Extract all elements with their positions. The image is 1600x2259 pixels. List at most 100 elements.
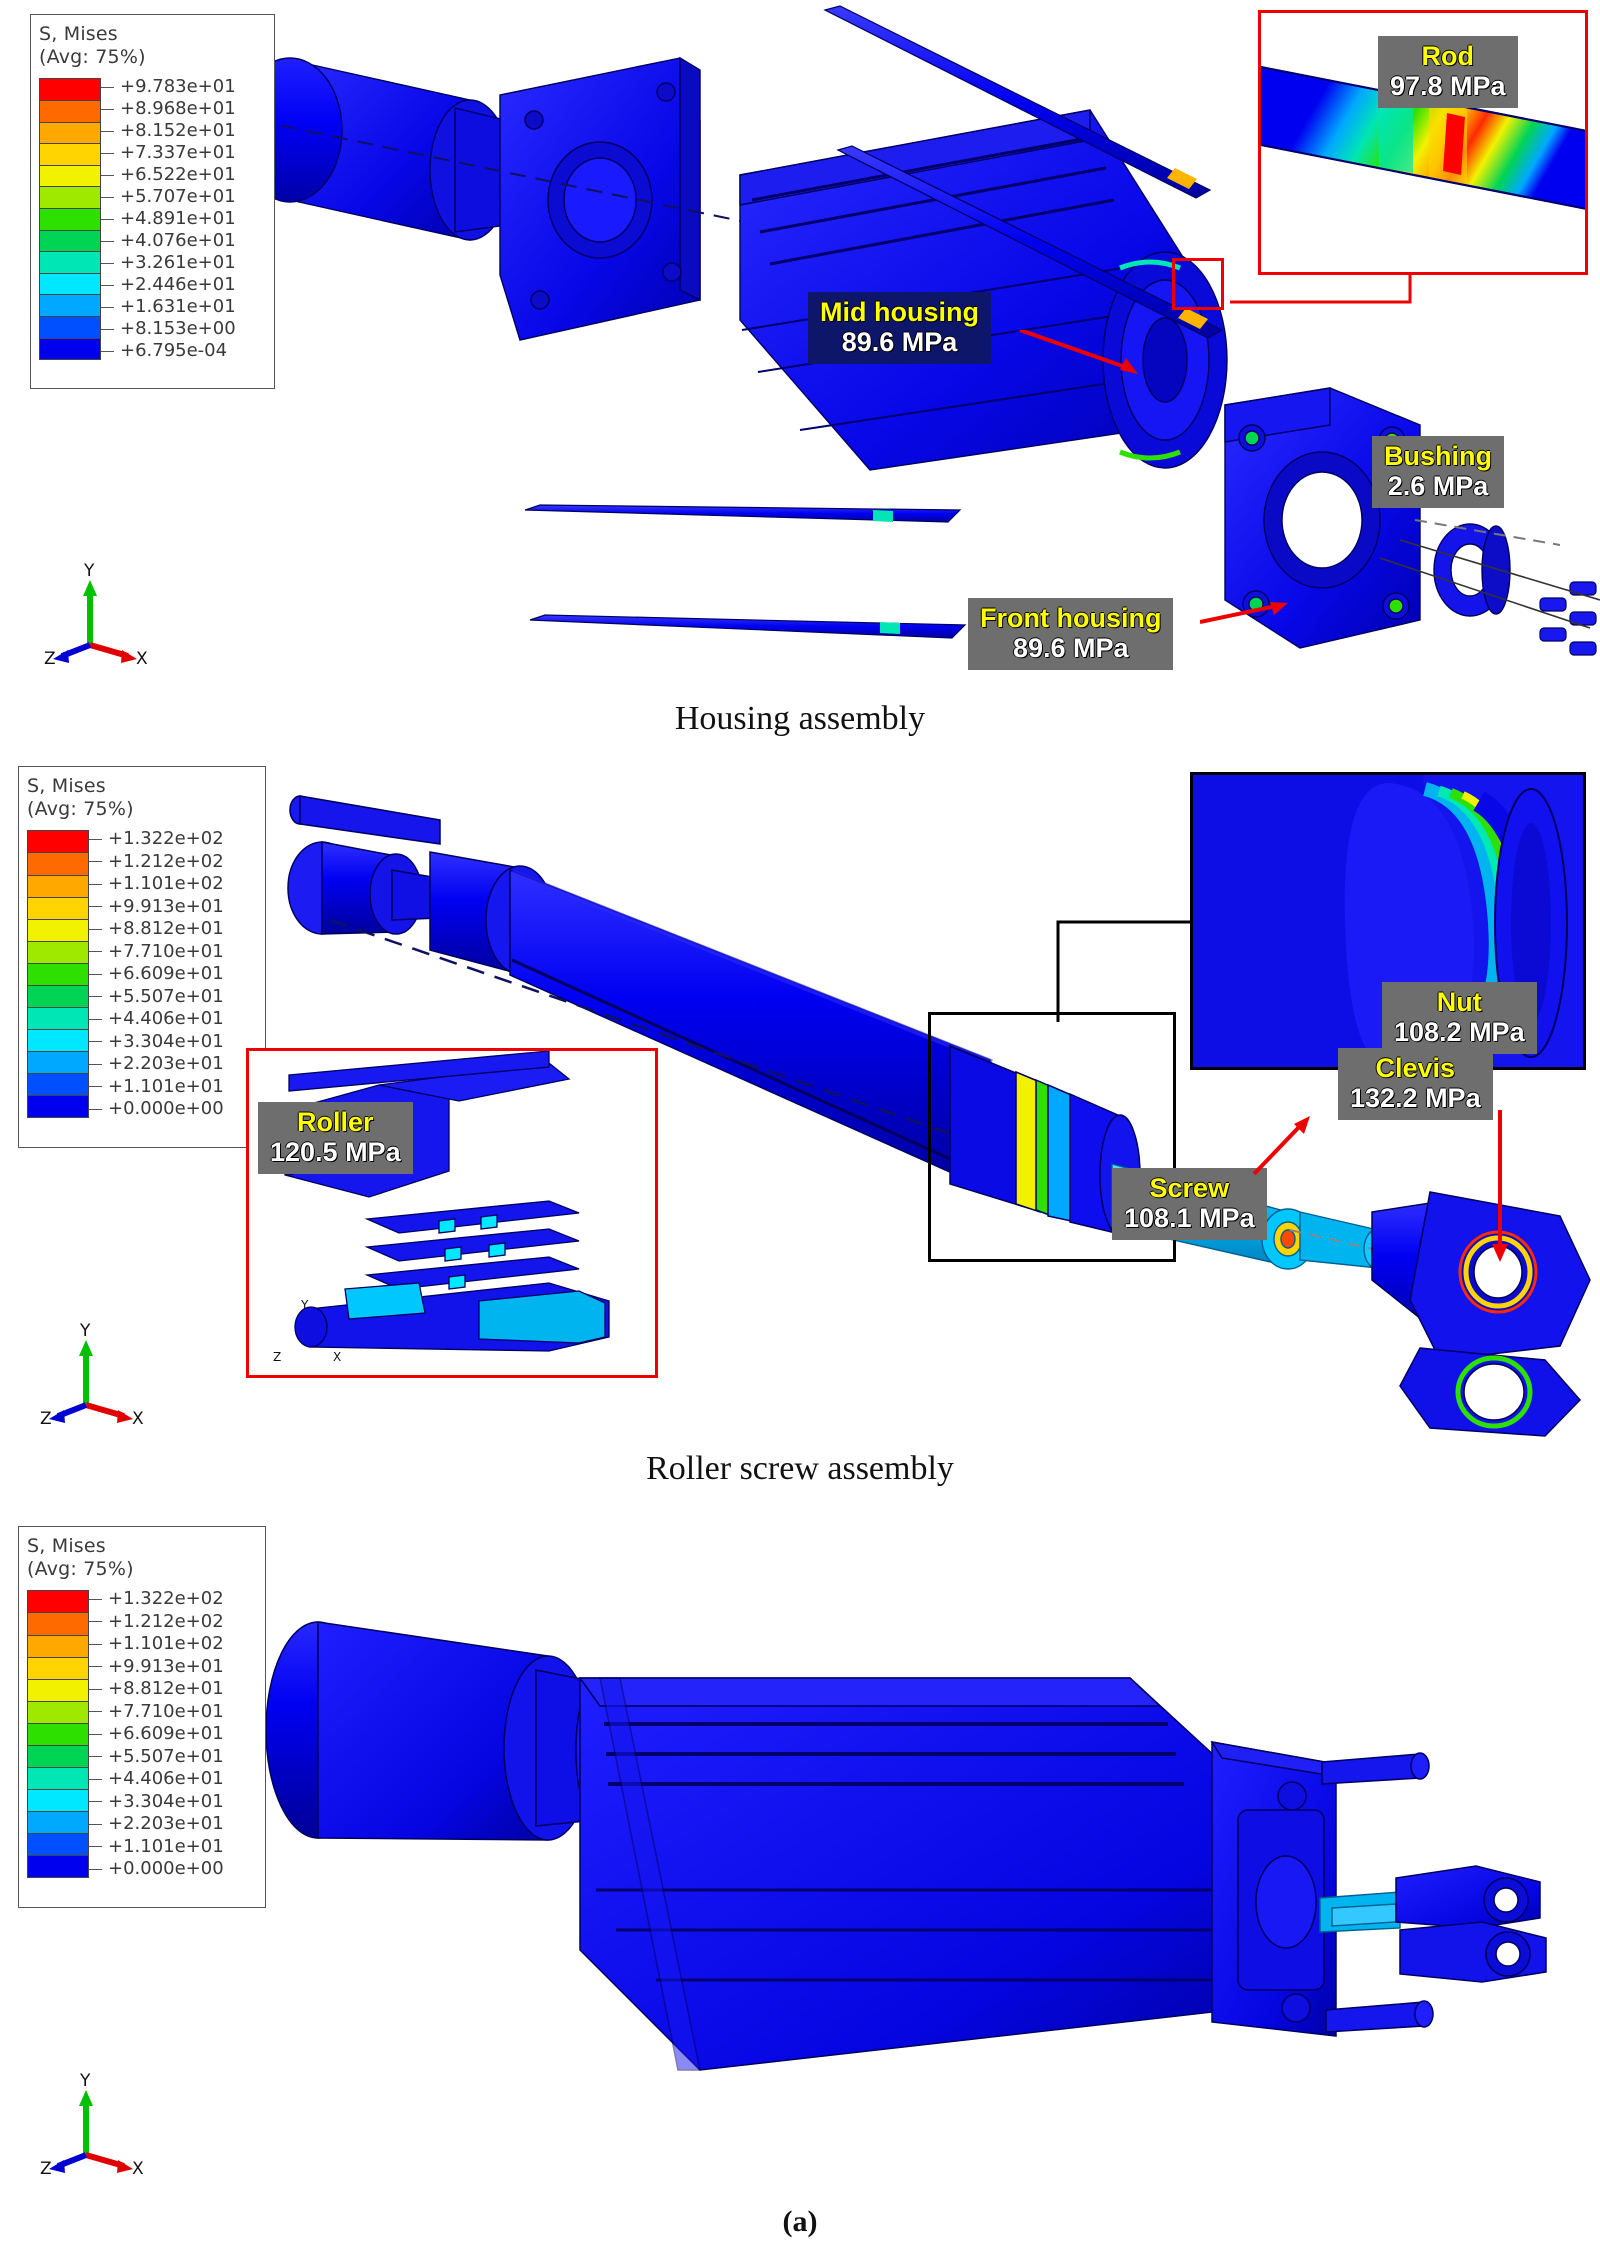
legend-tick-10: +2.203e+01 <box>89 1055 224 1073</box>
legend-swatch-9 <box>28 1030 88 1053</box>
legend-tick-8: +3.261e+01 <box>101 254 236 272</box>
legend-color-swatches <box>27 1590 89 1879</box>
svg-text:Z: Z <box>40 1409 52 1429</box>
legend-tick-0: +1.322e+02 <box>89 830 224 848</box>
roi-box-rod <box>1172 258 1224 310</box>
callout-label: Bushing <box>1384 441 1492 471</box>
legend-title-line1: S, Mises <box>27 1535 106 1557</box>
legend-swatch-11 <box>28 1074 88 1097</box>
svg-text:X: X <box>132 2159 144 2179</box>
callout-mid-housing: Mid housing 89.6 MPa <box>808 292 991 365</box>
legend-swatch-11 <box>28 1834 88 1857</box>
legend-swatch-0 <box>40 79 100 101</box>
legend-tick-3: +9.913e+01 <box>89 1657 224 1676</box>
legend-swatch-7 <box>28 1745 88 1768</box>
legend-swatch-10 <box>28 1812 88 1835</box>
axis-triad-housing: Y Z X <box>40 560 160 670</box>
svg-text:X: X <box>136 649 148 669</box>
panel-housing-assembly: S, Mises (Avg: 75%) +9.783e+01+8.968e+01… <box>0 0 1600 737</box>
legend-tick-6: +6.609e+01 <box>89 965 224 983</box>
legend-color-swatches <box>27 830 89 1119</box>
callout-label: Roller <box>297 1107 374 1137</box>
subfigure-label-text: (a) <box>782 2205 818 2238</box>
callout-label: Front housing <box>980 603 1162 633</box>
legend-tick-5: +7.710e+01 <box>89 942 224 961</box>
legend-tick-12: +0.000e+00 <box>89 1860 224 1878</box>
legend-tick-12: +0.000e+00 <box>89 1100 224 1118</box>
housing-assembly-render <box>0 0 1600 700</box>
legend-swatch-6 <box>28 1723 88 1746</box>
callout-label: Nut <box>1436 987 1482 1017</box>
callout-label: Clevis <box>1375 1053 1456 1083</box>
legend-swatch-6 <box>28 963 88 986</box>
callout-value: 97.8 MPa <box>1390 71 1506 102</box>
legend-swatch-3 <box>40 144 100 166</box>
legend-tick-11: +8.153e+00 <box>101 320 236 338</box>
axis-triad-roller: Y Z X <box>36 1320 156 1430</box>
legend-tick-labels: +9.783e+01 +8.968e+01 +8.152e+01 +7.337e+01… <box>101 78 236 360</box>
legend-tick-6: +4.891e+01 <box>101 210 236 228</box>
svg-text:Z: Z <box>40 2159 52 2179</box>
legend-swatch-0 <box>28 1591 88 1614</box>
legend-tick-4: +6.522e+01 <box>101 166 236 184</box>
legend-tick-3: +7.337e+01 <box>101 144 236 162</box>
legend-title-line2: (Avg: 75%) <box>27 1558 134 1581</box>
legend-tick-2: +1.101e+02 <box>89 1635 224 1653</box>
legend-tick-5: +5.707e+01 <box>101 188 236 206</box>
legend-housing: S, Mises (Avg: 75%) +9.783e+01+8.968e+01… <box>30 14 275 389</box>
callout-value: 120.5 MPa <box>270 1137 401 1168</box>
legend-roller: S, Mises (Avg: 75%) +1.322e+02+1.212e+02… <box>18 766 266 1148</box>
legend-swatch-8 <box>28 1767 88 1791</box>
callout-value: 132.2 MPa <box>1350 1083 1481 1114</box>
legend-tick-10: +2.203e+01 <box>89 1815 224 1833</box>
legend-swatch-8 <box>28 1007 88 1031</box>
legend-tick-2: +8.152e+01 <box>101 122 236 140</box>
svg-text:X: X <box>333 1350 341 1364</box>
legend-swatch-2 <box>28 875 88 898</box>
legend-title-line2: (Avg: 75%) <box>27 798 134 821</box>
legend-swatch-9 <box>28 1790 88 1813</box>
legend-title-line1: S, Mises <box>27 775 106 797</box>
callout-value: 108.2 MPa <box>1394 1017 1525 1048</box>
legend-tick-8: +4.406e+01 <box>89 1770 224 1788</box>
svg-text:Y: Y <box>83 561 95 581</box>
legend-tick-2: +1.101e+02 <box>89 875 224 893</box>
legend-swatch-1 <box>28 1613 88 1636</box>
legend-assembled: S, Mises (Avg: 75%) +1.322e+02 +1.212e+02… <box>18 1526 266 1908</box>
legend-swatch-1 <box>28 853 88 876</box>
subfigure-label: (a) <box>0 2205 1600 2239</box>
callout-value: 2.6 MPa <box>1387 471 1489 502</box>
legend-tick-5: +7.710e+01 <box>89 1702 224 1721</box>
inset-roller: Y Z X <box>246 1048 658 1378</box>
legend-tick-4: +8.812e+01 <box>89 920 224 938</box>
legend-tick-labels: +1.322e+02+1.212e+02+1.101e+02+9.913e+01… <box>89 830 224 1118</box>
callout-label: Mid housing <box>820 297 979 327</box>
callout-value: 89.6 MPa <box>1012 633 1129 664</box>
svg-text:Z: Z <box>44 649 56 669</box>
legend-swatch-7 <box>28 985 88 1008</box>
legend-swatch-4 <box>28 919 88 942</box>
callout-label: Screw <box>1149 1173 1230 1203</box>
callout-label: Rod <box>1421 41 1475 71</box>
legend-tick-0: +1.322e+02 <box>89 1590 224 1608</box>
legend-swatch-8 <box>40 252 100 274</box>
legend-swatch-2 <box>28 1635 88 1658</box>
callout-bushing: Bushing 2.6 MPa <box>1372 436 1504 509</box>
legend-tick-11: +1.101e+01 <box>89 1837 224 1856</box>
legend-tick-0: +9.783e+01 <box>101 78 236 96</box>
legend-tick-7: +5.507e+01 <box>89 987 224 1006</box>
callout-screw: Screw 108.1 MPa <box>1112 1168 1267 1241</box>
legend-tick-10: +1.631e+01 <box>101 298 236 316</box>
legend-tick-7: +4.076e+01 <box>101 232 236 250</box>
callout-clevis: Clevis 132.2 MPa <box>1338 1048 1493 1121</box>
legend-tick-1: +1.212e+02 <box>89 1612 224 1631</box>
legend-swatch-7 <box>40 230 100 253</box>
legend-tick-1: +8.968e+01 <box>101 100 236 118</box>
legend-tick-8: +4.406e+01 <box>89 1010 224 1028</box>
legend-swatch-2 <box>40 122 100 145</box>
caption-roller-screw-assembly: Roller screw assembly <box>646 1450 954 1487</box>
axis-triad-assembled: Y Z X <box>36 2070 156 2180</box>
svg-text:Z: Z <box>273 1350 281 1364</box>
legend-tick-9: +2.446e+01 <box>101 276 236 294</box>
legend-tick-6: +6.609e+01 <box>89 1725 224 1743</box>
